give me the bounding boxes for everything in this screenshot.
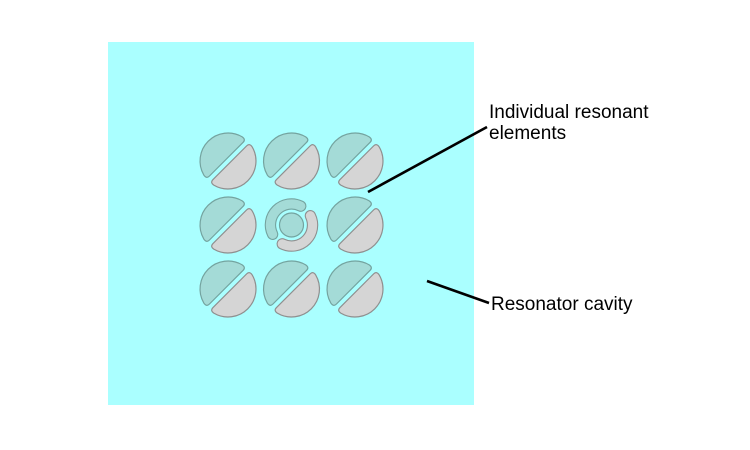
leader-line-cavity — [426, 279, 490, 305]
label-line: Resonator cavity — [491, 294, 633, 315]
label-individual-resonant-elements: Individual resonant elements — [489, 102, 649, 144]
ring-inner-disc — [278, 212, 305, 238]
label-resonator-cavity: Resonator cavity — [491, 294, 633, 315]
split-ring-element — [263, 196, 321, 254]
label-line: elements — [489, 123, 567, 144]
label-line: Individual resonant — [489, 102, 649, 123]
leader-line-elements — [367, 125, 488, 194]
